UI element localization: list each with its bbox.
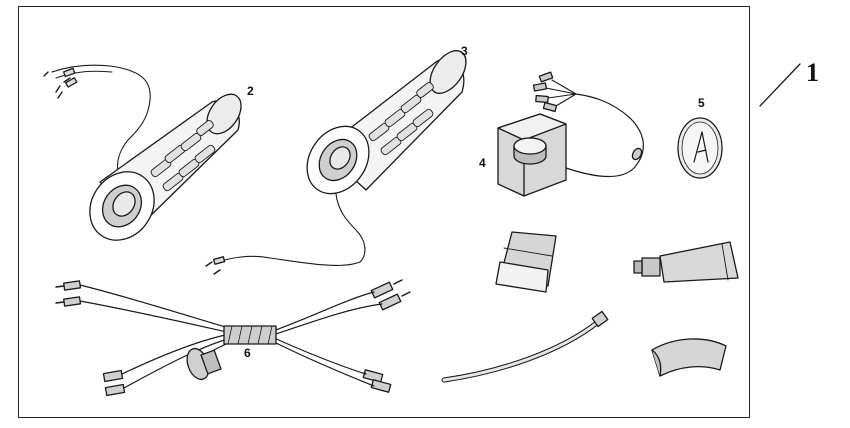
adhesive-pad-icon: [495, 231, 557, 293]
kit-number: 1: [806, 58, 819, 87]
callout-5: 5: [698, 96, 705, 110]
callout-4: 4: [479, 156, 486, 170]
emblem-badge-icon: [677, 117, 723, 179]
callout-6: 6: [244, 346, 251, 360]
callout-2: 2: [247, 84, 254, 98]
right-heated-grip-icon: [205, 50, 467, 275]
callout-3: 3: [461, 44, 468, 58]
kit-leader-line: [759, 63, 801, 107]
rubber-spacer-icon: [651, 338, 727, 377]
control-switch-icon: [497, 71, 644, 197]
wire-harness-icon: [55, 279, 411, 397]
cable-tie-icon: [441, 310, 609, 383]
left-heated-grip-icon: [43, 64, 242, 241]
adhesive-tube-icon: [633, 241, 739, 283]
diagram-frame: [18, 6, 750, 418]
